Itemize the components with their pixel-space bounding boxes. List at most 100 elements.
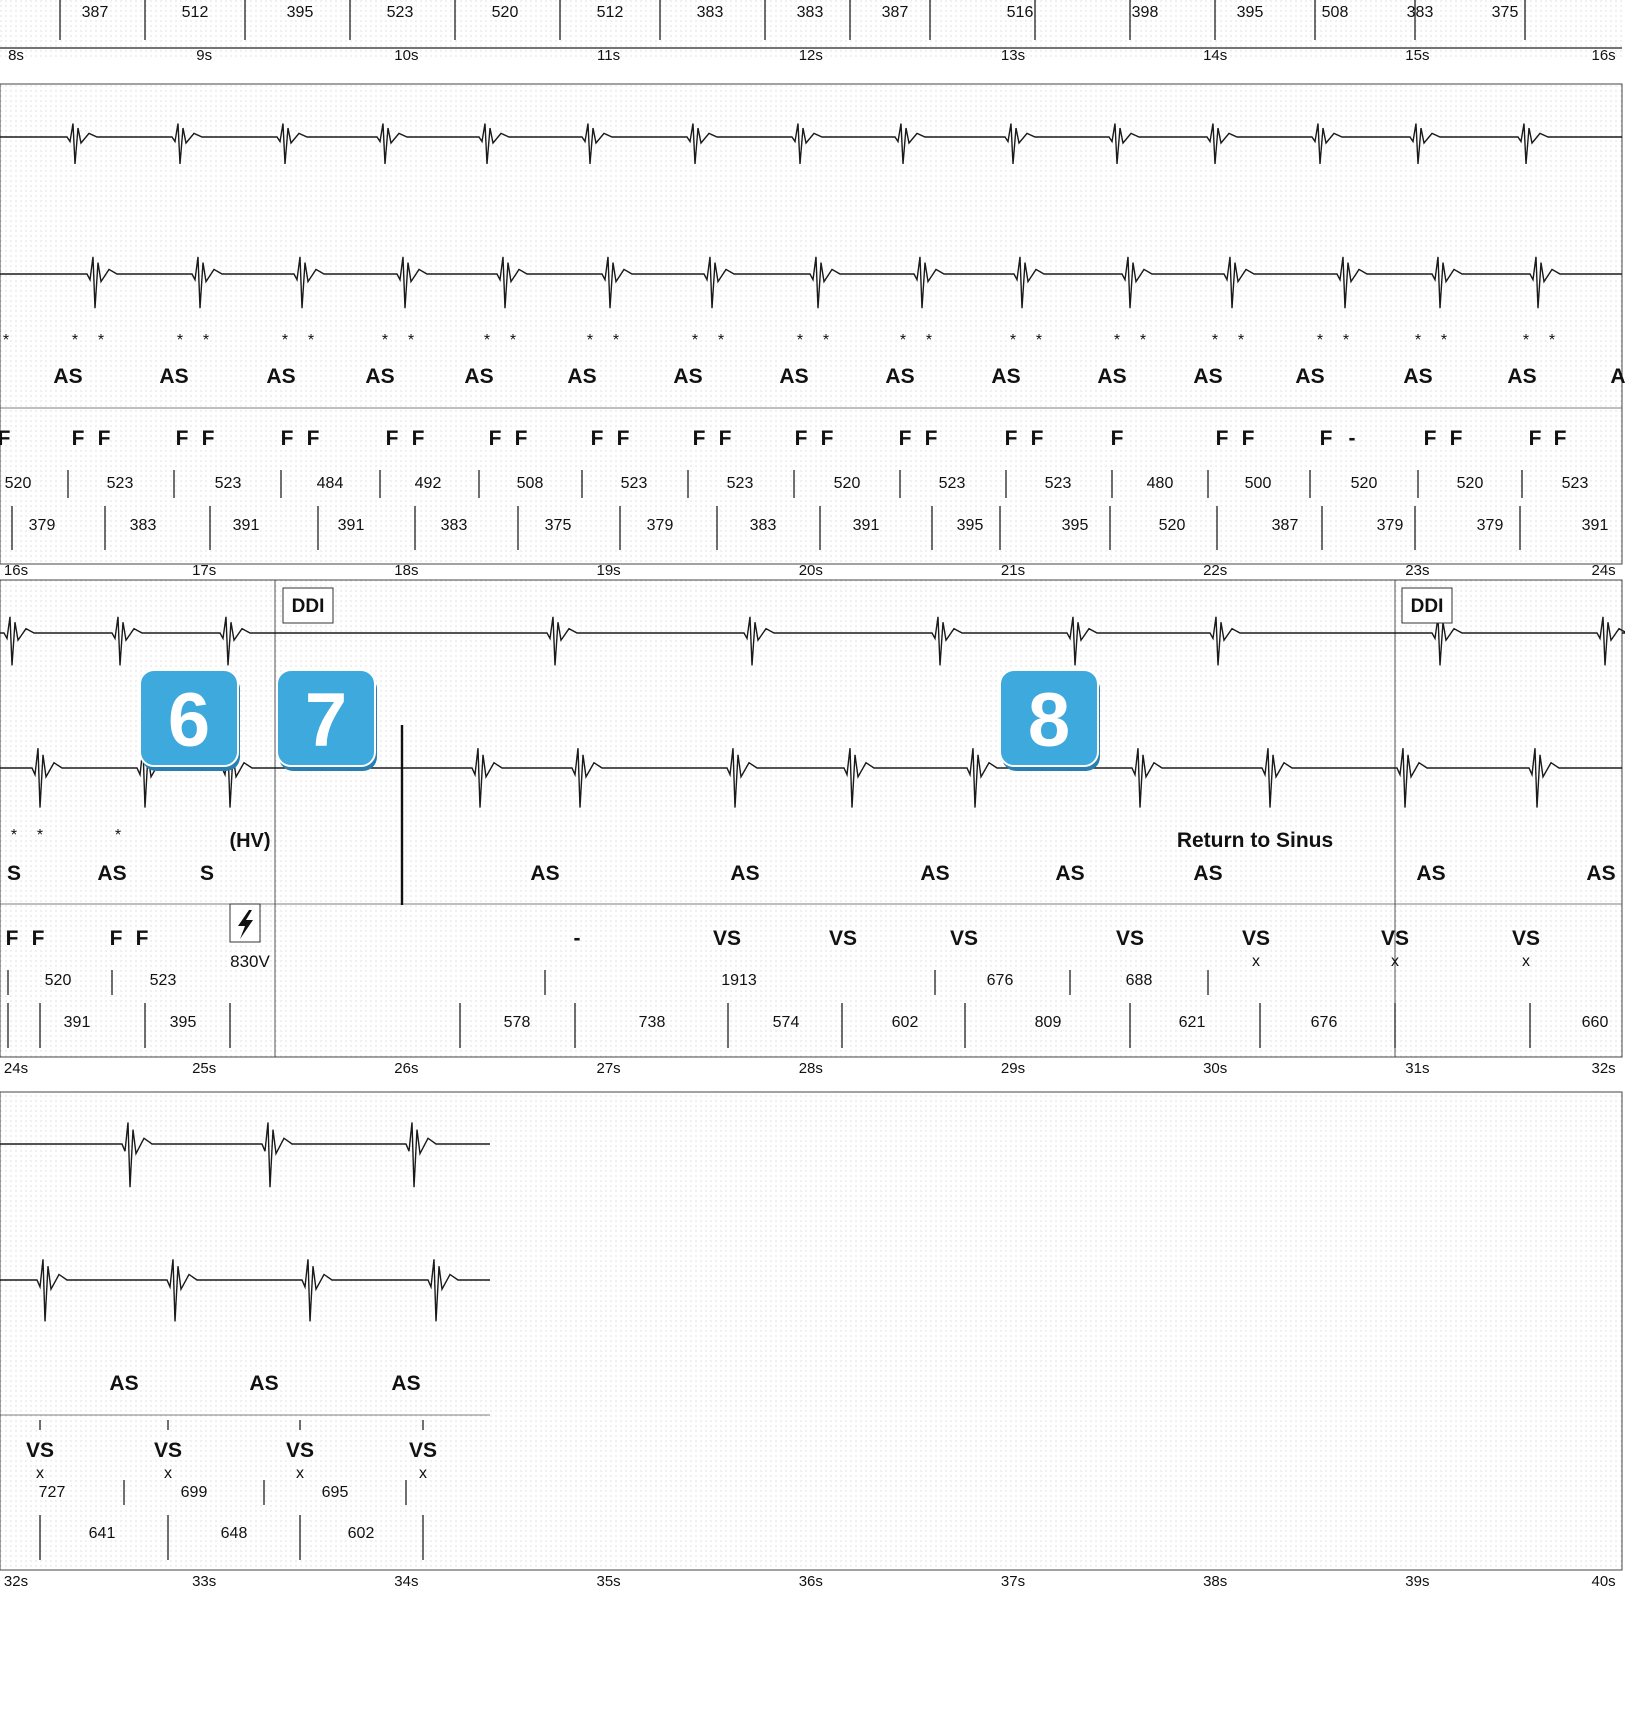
axis-tick-label: 15s (1405, 47, 1429, 64)
v-interval-value: 379 (29, 517, 56, 534)
v-marker: F (6, 927, 19, 950)
atrial-sense-asterisk: * (72, 332, 78, 349)
callout-number: 7 (305, 678, 347, 763)
v-interval-value: 398 (1132, 4, 1159, 21)
strip-2-frame (0, 83, 1623, 565)
a-interval-value: 523 (107, 475, 134, 492)
a-interval-value: 523 (150, 972, 177, 989)
v-marker: VS (1381, 927, 1409, 950)
f-marker: F (386, 427, 399, 450)
axis-tick-label: 20s (799, 562, 823, 579)
axis-tick-label: 34s (394, 1573, 418, 1590)
f-marker: F (307, 427, 320, 450)
atrial-marker: S (7, 862, 21, 885)
axis-tick-label: 17s (192, 562, 216, 579)
axis-tick-label: 32s (1592, 1060, 1616, 1077)
f-marker: F (1031, 427, 1044, 450)
atrial-sense-asterisk: * (177, 332, 183, 349)
atrial-sense-asterisk: * (1523, 332, 1529, 349)
axis-tick-label: 28s (799, 1060, 823, 1077)
f-marker: F (1242, 427, 1255, 450)
v-marker-dash: - (574, 927, 581, 950)
atrial-marker: AS (730, 862, 759, 885)
axis-tick-label: 29s (1001, 1060, 1025, 1077)
v-marker: VS (286, 1439, 314, 1462)
mode-label-text: DDI (292, 596, 325, 617)
axis-tick-label: 21s (1001, 562, 1025, 579)
f-marker: F (489, 427, 502, 450)
callout-6: 6 (139, 669, 240, 771)
axis-tick-label: 35s (597, 1573, 621, 1590)
axis-tick-label: 30s (1203, 1060, 1227, 1077)
v-interval-value: 383 (1407, 4, 1434, 21)
v-interval-value: 602 (348, 1525, 375, 1542)
axis-tick-label: 26s (394, 1060, 418, 1077)
v-sense-x: x (419, 1465, 427, 1482)
v-interval-value: 641 (89, 1525, 116, 1542)
a-interval-value: 676 (987, 972, 1014, 989)
atrial-marker: AS (530, 862, 559, 885)
v-marker: VS (409, 1439, 437, 1462)
a-interval-value: 523 (1045, 475, 1072, 492)
v-interval-value: 375 (545, 517, 572, 534)
axis-tick-label: 16s (1592, 47, 1616, 64)
as-marker: AS (991, 365, 1020, 388)
atrial-marker: AS (391, 1372, 420, 1395)
atrial-sense-asterisk: * (203, 332, 209, 349)
a-interval-value: 523 (727, 475, 754, 492)
shock-icon (229, 903, 261, 943)
axis-tick-label: 13s (1001, 47, 1025, 64)
atrial-marker: AS (97, 862, 126, 885)
f-marker: F (693, 427, 706, 450)
axis-tick-label: 23s (1405, 562, 1429, 579)
v-interval-value: 395 (1062, 517, 1089, 534)
f-marker: F (925, 427, 938, 450)
atrial-sense-asterisk: * (1343, 332, 1349, 349)
v-interval-value: 383 (697, 4, 724, 21)
v-interval-value: 383 (441, 517, 468, 534)
axis-tick-label: 37s (1001, 1573, 1025, 1590)
a-interval-value: 695 (322, 1484, 349, 1501)
a-interval-value: 520 (1351, 475, 1378, 492)
strip-3-grid (0, 580, 1622, 1057)
a-interval-value: 500 (1245, 475, 1272, 492)
axis-tick-label: 8s (8, 47, 24, 64)
mode-label-text: DDI (1411, 596, 1444, 617)
f-marker: F (1424, 427, 1437, 450)
axis-tick-label: 25s (192, 1060, 216, 1077)
atrial-sense-asterisk: * (613, 332, 619, 349)
v-interval-value: 648 (221, 1525, 248, 1542)
v-interval-value: 391 (1582, 517, 1609, 534)
atrial-sense-asterisk: * (3, 332, 9, 349)
as-marker: AS (53, 365, 82, 388)
v-interval-value: 602 (892, 1014, 919, 1031)
mode-label-ddi-1: DDI (282, 587, 334, 624)
v-marker: VS (1116, 927, 1144, 950)
v-interval-value: 578 (504, 1014, 531, 1031)
a-interval-value: 727 (39, 1484, 66, 1501)
as-marker: AS (365, 365, 394, 388)
atrial-marker: AS (109, 1372, 138, 1395)
as-marker: AS (1193, 365, 1222, 388)
a-interval-value: 688 (1126, 972, 1153, 989)
as-marker: AS (159, 365, 188, 388)
v-sense-x: x (164, 1465, 172, 1482)
as-marker: AS (1507, 365, 1536, 388)
v-interval-value: 379 (1377, 517, 1404, 534)
atrial-marker: AS (1193, 862, 1222, 885)
f-marker: F (617, 427, 630, 450)
atrial-sense-asterisk: * (1238, 332, 1244, 349)
a-interval-value: 508 (517, 475, 544, 492)
strip-3-atrial-egm-trace (0, 616, 1625, 666)
v-marker: VS (713, 927, 741, 950)
